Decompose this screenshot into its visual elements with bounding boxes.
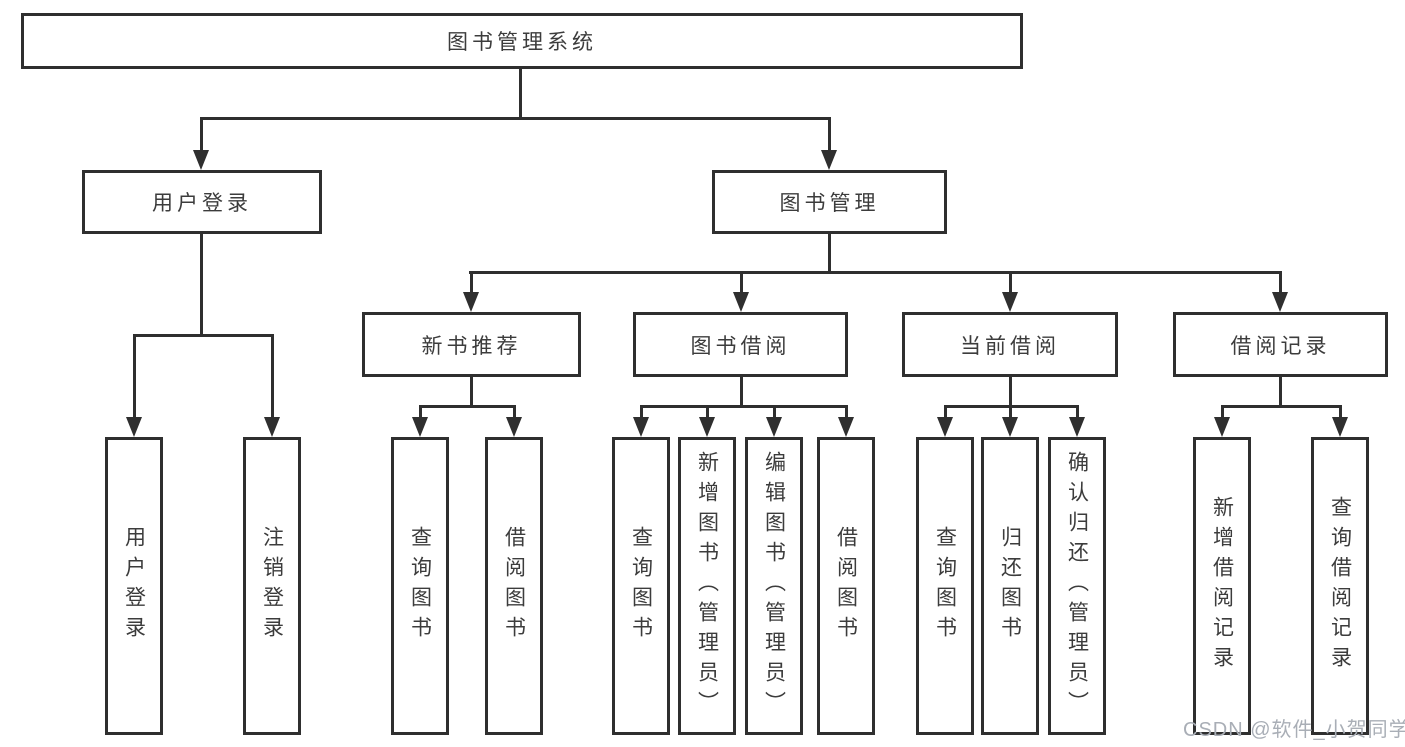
node-book-management: 图书管理 — [712, 170, 947, 234]
leaf-edit-books-admin: 编辑图书（管理员） — [745, 437, 803, 735]
connector-to-leaf — [944, 405, 947, 417]
arrowhead-icon — [463, 292, 479, 312]
node-label: 查询图书 — [629, 526, 653, 646]
connector-user-login-stem — [200, 234, 203, 337]
leaf-query-books-borrow: 查询图书 — [612, 437, 670, 735]
connector-to-leaf — [773, 405, 776, 417]
node-label: 借阅记录 — [1230, 334, 1331, 358]
arrowhead-icon — [1069, 417, 1085, 437]
node-label: 确认归还（管理员） — [1065, 451, 1089, 721]
arrowhead-icon — [699, 417, 715, 437]
node-current-borrow: 当前借阅 — [902, 312, 1118, 377]
connector-to-leaf — [1009, 405, 1012, 417]
arrowhead-icon — [264, 417, 280, 437]
leaf-borrow-books: 借阅图书 — [817, 437, 875, 735]
connector-root-stem — [519, 69, 522, 120]
connector-to-leaf — [640, 405, 643, 417]
arrowhead-icon — [1002, 417, 1018, 437]
leaf-query-borrow-record: 查询借阅记录 — [1311, 437, 1369, 735]
node-user-login: 用户登录 — [82, 170, 322, 234]
arrowhead-icon — [821, 150, 837, 170]
connector-to-current-borrow — [1009, 271, 1012, 292]
node-label: 注销登录 — [260, 526, 284, 646]
connector-to-book-management — [828, 117, 831, 150]
node-borrow-records: 借阅记录 — [1173, 312, 1388, 377]
node-label: 编辑图书（管理员） — [762, 451, 786, 721]
node-label: 借阅图书 — [834, 526, 858, 646]
arrowhead-icon — [126, 417, 142, 437]
node-label: 新书推荐 — [421, 334, 522, 358]
connector-current-borrow-stem — [1009, 377, 1012, 408]
node-label: 归还图书 — [998, 526, 1022, 646]
arrowhead-icon — [766, 417, 782, 437]
arrowhead-icon — [1332, 417, 1348, 437]
leaf-query-books-current: 查询图书 — [916, 437, 974, 735]
node-label: 图书管理 — [779, 192, 880, 215]
arrowhead-icon — [1214, 417, 1230, 437]
node-label: 图书借阅 — [690, 334, 791, 358]
node-book-borrow: 图书借阅 — [633, 312, 848, 377]
leaf-query-books-recommend: 查询图书 — [391, 437, 449, 735]
arrowhead-icon — [937, 417, 953, 437]
leaf-logout: 注销登录 — [243, 437, 301, 735]
leaf-user-login: 用户登录 — [105, 437, 163, 735]
leaf-add-books-admin: 新增图书（管理员） — [678, 437, 736, 735]
connector-book-management-rail — [469, 271, 1282, 274]
node-label: 用户登录 — [122, 526, 146, 646]
node-label: 新增图书（管理员） — [695, 451, 719, 721]
arrowhead-icon — [633, 417, 649, 437]
connector-to-leaf — [271, 334, 274, 417]
node-label: 图书管理系统 — [447, 31, 597, 54]
node-label: 查询借阅记录 — [1328, 496, 1352, 676]
leaf-return-books: 归还图书 — [981, 437, 1039, 735]
arrowhead-icon — [1272, 292, 1288, 312]
connector-to-leaf — [133, 334, 136, 417]
arrowhead-icon — [733, 292, 749, 312]
connector-to-leaf — [1076, 405, 1079, 417]
connector-to-book-borrow — [740, 271, 743, 292]
arrowhead-icon — [506, 417, 522, 437]
connector-new-book-stem — [470, 377, 473, 408]
arrowhead-icon — [412, 417, 428, 437]
connector-to-leaf — [845, 405, 848, 417]
connector-root-rail — [200, 117, 831, 120]
connector-to-new-book — [470, 271, 473, 292]
arrowhead-icon — [1002, 292, 1018, 312]
connector-to-leaf — [706, 405, 709, 417]
node-label: 当前借阅 — [960, 334, 1060, 358]
connector-book-borrow-stem — [740, 377, 743, 408]
node-label: 借阅图书 — [502, 526, 526, 646]
node-new-book-recommend: 新书推荐 — [362, 312, 581, 377]
leaf-borrow-books-recommend: 借阅图书 — [485, 437, 543, 735]
connector-to-leaf — [1339, 405, 1342, 417]
connector-to-borrow-records — [1279, 271, 1282, 292]
connector-to-leaf — [513, 405, 516, 417]
csdn-watermark: CSDN @软件_小贺同学 — [1183, 719, 1405, 741]
connector-new-book-rail — [419, 405, 516, 408]
node-label: 查询图书 — [408, 526, 432, 646]
connector-book-borrow-rail — [640, 405, 847, 408]
connector-to-user-login — [200, 117, 203, 150]
leaf-confirm-return-admin: 确认归还（管理员） — [1048, 437, 1106, 735]
connector-borrow-records-stem — [1279, 377, 1282, 408]
connector-user-login-rail — [133, 334, 274, 337]
arrowhead-icon — [838, 417, 854, 437]
node-label: 新增借阅记录 — [1210, 496, 1234, 676]
connector-book-management-stem — [828, 234, 831, 274]
node-library-management-system: 图书管理系统 — [21, 13, 1023, 69]
connector-to-leaf — [419, 405, 422, 417]
node-label: 用户登录 — [152, 192, 252, 215]
connector-borrow-records-rail — [1221, 405, 1342, 408]
arrowhead-icon — [193, 150, 209, 170]
leaf-add-borrow-record: 新增借阅记录 — [1193, 437, 1251, 735]
node-label: 查询图书 — [933, 526, 957, 646]
connector-to-leaf — [1221, 405, 1224, 417]
